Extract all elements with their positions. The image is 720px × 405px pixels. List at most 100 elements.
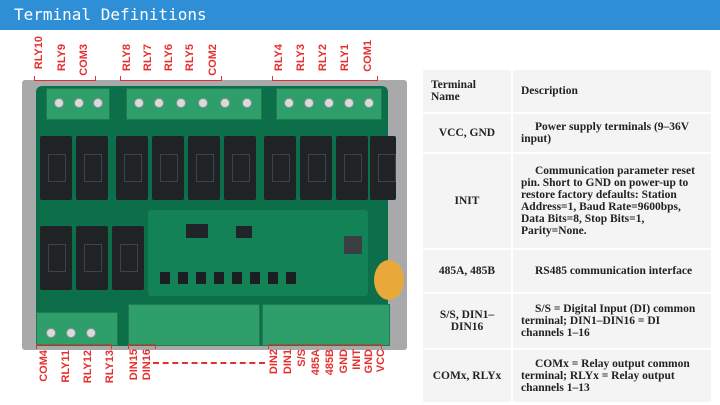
table-row: COMx, RLYx COMx = Relay output common te… <box>421 348 713 404</box>
optocoupler <box>250 272 260 284</box>
relay <box>336 136 368 200</box>
screw <box>54 98 64 108</box>
label-bracket <box>128 344 156 349</box>
optocoupler <box>178 272 188 284</box>
optocoupler <box>232 272 242 284</box>
screw <box>66 328 76 338</box>
terminal-label: RLY7 <box>142 44 154 72</box>
relay <box>370 136 396 200</box>
terminal-label: RLY10 <box>33 36 45 70</box>
terminal-label: RLY4 <box>273 44 285 72</box>
terminal-label: RLY3 <box>295 44 307 72</box>
terminal-label: COM4 <box>38 350 50 382</box>
terminal-name-cell: S/S, DIN1–DIN16 <box>421 292 513 350</box>
terminal-label: RLY1 <box>339 44 351 72</box>
relay <box>300 136 332 200</box>
screw <box>324 98 334 108</box>
screw <box>364 98 374 108</box>
terminal-label: DIN15 <box>128 349 140 381</box>
terminal-block-top-middle <box>126 88 262 120</box>
description-cell: Power supply terminals (9–36V input) <box>511 112 713 154</box>
optocoupler <box>268 272 278 284</box>
screw <box>154 98 164 108</box>
description-text: S/S = Digital Input (DI) common terminal… <box>521 303 696 339</box>
terminal-label: DIN2 <box>268 349 280 375</box>
relay <box>188 136 220 200</box>
description-cell: COMx = Relay output common terminal; RLY… <box>511 348 713 404</box>
description-cell: S/S = Digital Input (DI) common terminal… <box>511 292 713 350</box>
relay <box>76 226 108 290</box>
terminal-block-bottom-right <box>262 304 390 346</box>
relay <box>264 136 296 200</box>
terminal-definitions-table: Terminal Name Description VCC, GND Power… <box>421 68 713 404</box>
terminal-block-bottom-middle <box>128 304 260 346</box>
screw <box>304 98 314 108</box>
relay <box>152 136 184 200</box>
description-text: Communication parameter reset pin. Short… <box>521 165 695 237</box>
optocoupler <box>196 272 206 284</box>
terminal-label: S/S <box>296 349 308 367</box>
rs485-chip <box>236 226 252 238</box>
relay <box>40 226 72 290</box>
microcontroller-chip <box>186 224 208 238</box>
terminal-name-cell: VCC, GND <box>421 112 513 154</box>
screw <box>86 328 96 338</box>
optocoupler <box>160 272 170 284</box>
terminal-label: RLY8 <box>121 44 133 72</box>
terminal-name-cell: 485A, 485B <box>421 248 513 294</box>
terminal-label: 485B <box>324 349 336 376</box>
terminal-label: COM3 <box>78 44 90 76</box>
screw <box>134 98 144 108</box>
table-row: 485A, 485B RS485 communication interface <box>421 248 713 294</box>
terminal-label: GND <box>338 349 350 374</box>
screw <box>220 98 230 108</box>
board-photo <box>22 80 407 350</box>
terminal-name-cell: INIT <box>421 152 513 250</box>
dashed-line <box>153 362 265 364</box>
table-row: S/S, DIN1–DIN16 S/S = Digital Input (DI)… <box>421 292 713 350</box>
terminal-label: DIN16 <box>141 349 153 381</box>
label-bracket <box>34 76 96 81</box>
terminal-label: RLY6 <box>163 44 175 72</box>
label-bracket <box>36 344 112 349</box>
terminal-label: 485A <box>310 349 322 376</box>
description-text: RS485 communication interface <box>535 265 693 277</box>
terminal-label: RLY2 <box>317 44 329 72</box>
terminal-label: VCC <box>375 349 387 373</box>
screw <box>74 98 84 108</box>
regulator-chip <box>344 236 362 254</box>
description-text: Power supply terminals (9–36V input) <box>521 121 689 145</box>
screw <box>198 98 208 108</box>
relay <box>112 226 144 290</box>
optocoupler <box>286 272 296 284</box>
description-text: COMx = Relay output common terminal; RLY… <box>521 358 690 394</box>
screw <box>93 98 103 108</box>
terminal-label: RLY9 <box>56 44 68 72</box>
relay <box>40 136 72 200</box>
screw <box>284 98 294 108</box>
relay <box>224 136 256 200</box>
column-header-terminal-name: Terminal Name <box>421 68 513 114</box>
table-row: INIT Communication parameter reset pin. … <box>421 152 713 250</box>
screw <box>344 98 354 108</box>
table-row: VCC, GND Power supply terminals (9–36V i… <box>421 112 713 154</box>
terminal-label: DIN1 <box>282 349 294 375</box>
terminal-label: COM1 <box>362 40 374 72</box>
title-bar: Terminal Definitions <box>0 0 720 30</box>
capacitor <box>374 260 404 300</box>
label-bracket <box>272 76 378 81</box>
terminal-label: RLY11 <box>60 350 72 383</box>
screw <box>176 98 186 108</box>
relay <box>76 136 108 200</box>
terminal-label: RLY12 <box>82 350 94 384</box>
pcb-board <box>36 86 396 346</box>
terminal-label: COM2 <box>207 44 219 76</box>
terminal-label: RLY13 <box>104 350 116 384</box>
label-bracket <box>120 76 222 81</box>
table-header-row: Terminal Name Description <box>421 68 713 114</box>
page-title: Terminal Definitions <box>14 5 207 24</box>
relay <box>116 136 148 200</box>
terminal-label: RLY5 <box>184 44 196 72</box>
label-bracket <box>268 344 382 349</box>
screw <box>242 98 252 108</box>
